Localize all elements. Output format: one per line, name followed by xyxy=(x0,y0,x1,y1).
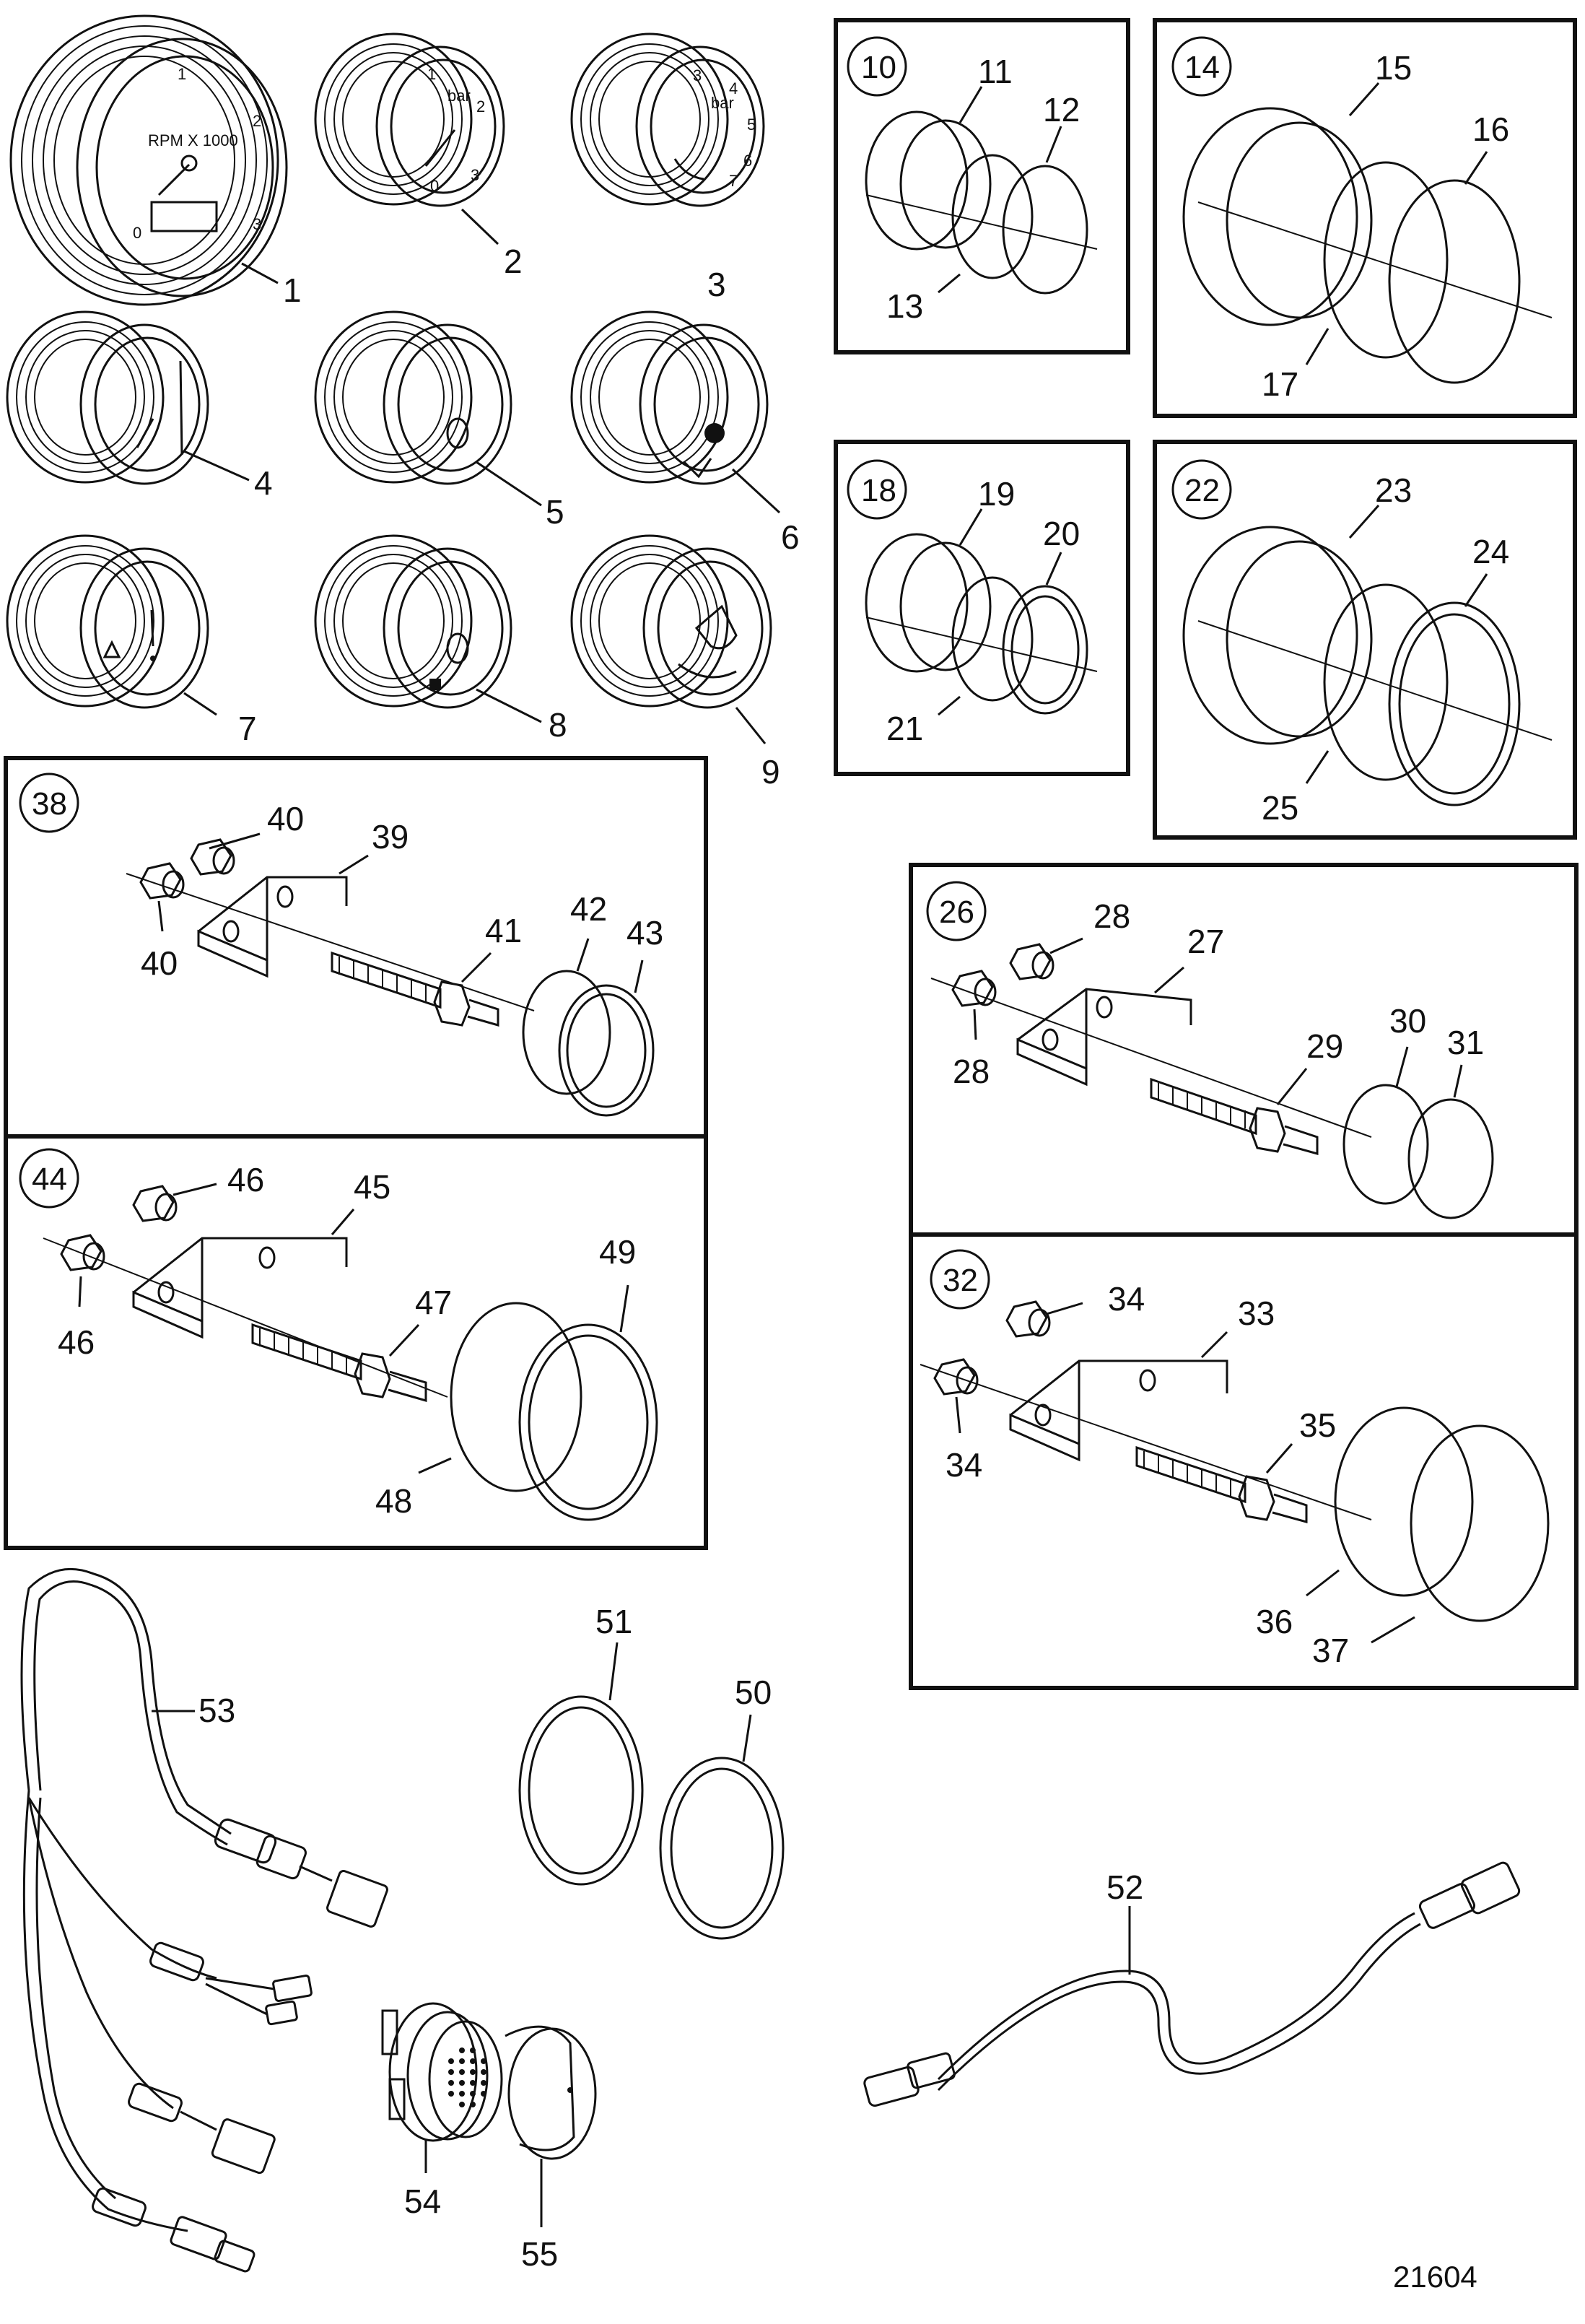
box-44-number: 44 xyxy=(32,1162,67,1197)
part-27: 27 xyxy=(1187,923,1224,960)
part-39: 39 xyxy=(372,818,409,856)
bar2-tick-6: 6 xyxy=(743,152,752,170)
gauge-4: 4 xyxy=(6,310,273,502)
gauge-3: bar 3 4 5 6 7 3 xyxy=(570,32,765,303)
gauge-label-1: 1 xyxy=(283,271,302,309)
bar-tick-0: 0 xyxy=(430,177,439,195)
gauge-label-5: 5 xyxy=(546,493,564,531)
box-32: 32 34 33 34 35 36 37 xyxy=(909,1232,1579,1690)
part-24: 24 xyxy=(1472,533,1509,570)
part-23: 23 xyxy=(1375,471,1412,509)
part-34-b: 34 xyxy=(946,1446,982,1484)
part-47: 47 xyxy=(415,1284,452,1321)
box-14-number: 14 xyxy=(1184,50,1220,85)
gauge-5: 5 xyxy=(314,310,564,531)
part-16: 16 xyxy=(1472,110,1509,148)
rpm-tick-0: 0 xyxy=(133,224,141,242)
part-28-b: 28 xyxy=(953,1053,990,1090)
bar2-tick-3: 3 xyxy=(693,66,702,84)
rpm-tick-2: 2 xyxy=(253,112,261,130)
box-18: 18 19 20 21 xyxy=(834,440,1130,776)
gauge-label-3: 3 xyxy=(707,266,726,303)
wiring-harness-53: 53 xyxy=(20,1567,388,2273)
cable-52: 52 xyxy=(863,1861,1521,2107)
part-19: 19 xyxy=(978,475,1015,513)
box-38-number: 38 xyxy=(32,786,67,822)
gauge-1: RPM X 1000 0 1 2 3 1 xyxy=(9,14,302,309)
gauge-label-6: 6 xyxy=(781,518,800,556)
rpm-tick-3: 3 xyxy=(253,215,261,233)
box-10: 10 11 12 13 xyxy=(834,18,1130,354)
part-35: 35 xyxy=(1299,1406,1336,1444)
part-36: 36 xyxy=(1256,1603,1293,1640)
box-18-number: 18 xyxy=(861,473,896,508)
part-21: 21 xyxy=(886,710,923,747)
part-46-b: 46 xyxy=(58,1323,95,1361)
part-25: 25 xyxy=(1262,789,1298,827)
part-43: 43 xyxy=(626,914,663,952)
box-22-number: 22 xyxy=(1184,473,1220,508)
part-29: 29 xyxy=(1306,1027,1343,1065)
box-38: 38 40 39 40 41 42 43 xyxy=(4,756,708,1139)
part-33: 33 xyxy=(1238,1294,1275,1332)
part-30: 30 xyxy=(1389,1002,1426,1040)
gauge-label-8: 8 xyxy=(549,706,567,744)
box-22: 22 23 24 25 xyxy=(1153,440,1577,840)
part-55: 55 xyxy=(521,2235,558,2273)
part-40-a: 40 xyxy=(267,800,304,837)
buzzer-54-55: 54 55 xyxy=(381,2002,597,2273)
box-14: 14 15 16 17 xyxy=(1153,18,1577,418)
gauge-2: bar 0 1 2 3 2 xyxy=(314,32,523,280)
part-13: 13 xyxy=(886,287,923,325)
part-20: 20 xyxy=(1043,515,1080,552)
rpm-dial-label: RPM X 1000 xyxy=(148,131,238,149)
drawing-reference-number: 21604 xyxy=(1393,2260,1477,2294)
bar2-dial-label: bar xyxy=(711,94,734,112)
rings-51-50: 51 50 xyxy=(518,1603,785,1940)
part-52: 52 xyxy=(1106,1868,1143,1906)
part-28-a: 28 xyxy=(1093,897,1130,935)
gauge-label-2: 2 xyxy=(504,243,523,280)
part-40-b: 40 xyxy=(141,944,178,982)
box-32-number: 32 xyxy=(943,1263,978,1298)
part-11: 11 xyxy=(978,53,1013,90)
gauge-8: 8 xyxy=(314,534,567,744)
part-46-a: 46 xyxy=(227,1161,264,1198)
gauge-label-9: 9 xyxy=(761,753,780,791)
gauge-label-7: 7 xyxy=(238,710,257,747)
rpm-tick-1: 1 xyxy=(178,65,186,83)
bar-tick-3: 3 xyxy=(471,166,479,184)
part-37: 37 xyxy=(1312,1632,1349,1669)
part-48: 48 xyxy=(375,1482,412,1520)
bar-tick-2: 2 xyxy=(476,97,485,116)
gauge-6: 6 xyxy=(570,310,800,556)
bar-tick-1: 1 xyxy=(427,65,436,83)
part-51: 51 xyxy=(595,1603,632,1640)
part-17: 17 xyxy=(1262,365,1298,403)
bar2-tick-5: 5 xyxy=(747,116,756,134)
box-10-number: 10 xyxy=(861,50,896,85)
part-50: 50 xyxy=(735,1674,772,1711)
box-26-number: 26 xyxy=(939,895,974,930)
gauge-label-4: 4 xyxy=(254,464,273,502)
gauge-9: 9 xyxy=(570,534,780,791)
part-45: 45 xyxy=(354,1168,390,1206)
part-53: 53 xyxy=(198,1692,235,1729)
bar2-tick-4: 4 xyxy=(729,79,738,97)
part-54: 54 xyxy=(404,2182,441,2220)
part-31: 31 xyxy=(1447,1024,1484,1061)
part-12: 12 xyxy=(1043,91,1080,129)
box-26: 26 28 27 28 29 30 31 xyxy=(909,863,1579,1237)
gauge-7: 7 xyxy=(6,534,257,747)
part-42: 42 xyxy=(570,890,607,928)
bar-dial-label: bar xyxy=(447,87,471,105)
part-34-a: 34 xyxy=(1108,1280,1145,1318)
part-15: 15 xyxy=(1375,49,1412,87)
part-41: 41 xyxy=(485,912,522,949)
box-44: 44 46 45 46 47 49 48 xyxy=(4,1134,708,1550)
part-49: 49 xyxy=(599,1233,636,1271)
bar2-tick-7: 7 xyxy=(729,172,738,190)
